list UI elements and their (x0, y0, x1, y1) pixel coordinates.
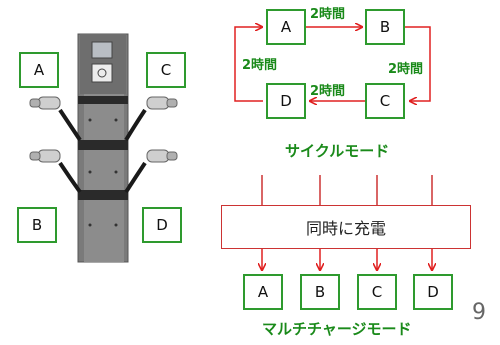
station-label-d: D (142, 207, 182, 243)
page-number: 9 (472, 300, 486, 325)
interval-label-left: 2時間 (242, 58, 278, 73)
multi-charge-caption: マルチチャージモード (262, 320, 412, 338)
multi-output-a: A (243, 274, 283, 310)
multi-output-c: C (357, 274, 397, 310)
cycle-mode-caption: サイクルモード (285, 142, 390, 160)
cycle-node-b: B (365, 9, 405, 45)
arrow-b-to-c (405, 26, 431, 101)
arrow-d-to-a (234, 27, 263, 102)
station-label-c: C (146, 52, 186, 88)
cycle-node-d: D (266, 83, 306, 119)
interval-label-top: 2時間 (310, 7, 346, 22)
multi-output-b: B (300, 274, 340, 310)
cycle-node-a: A (266, 9, 306, 45)
interval-label-right: 2時間 (388, 62, 424, 77)
station-label-b: B (17, 207, 57, 243)
multi-output-d: D (413, 274, 453, 310)
cycle-node-c: C (365, 83, 405, 119)
station-label-a: A (19, 52, 59, 88)
simultaneous-charge-box: 同時に充電 (221, 205, 471, 249)
interval-label-bottom: 2時間 (310, 84, 346, 99)
